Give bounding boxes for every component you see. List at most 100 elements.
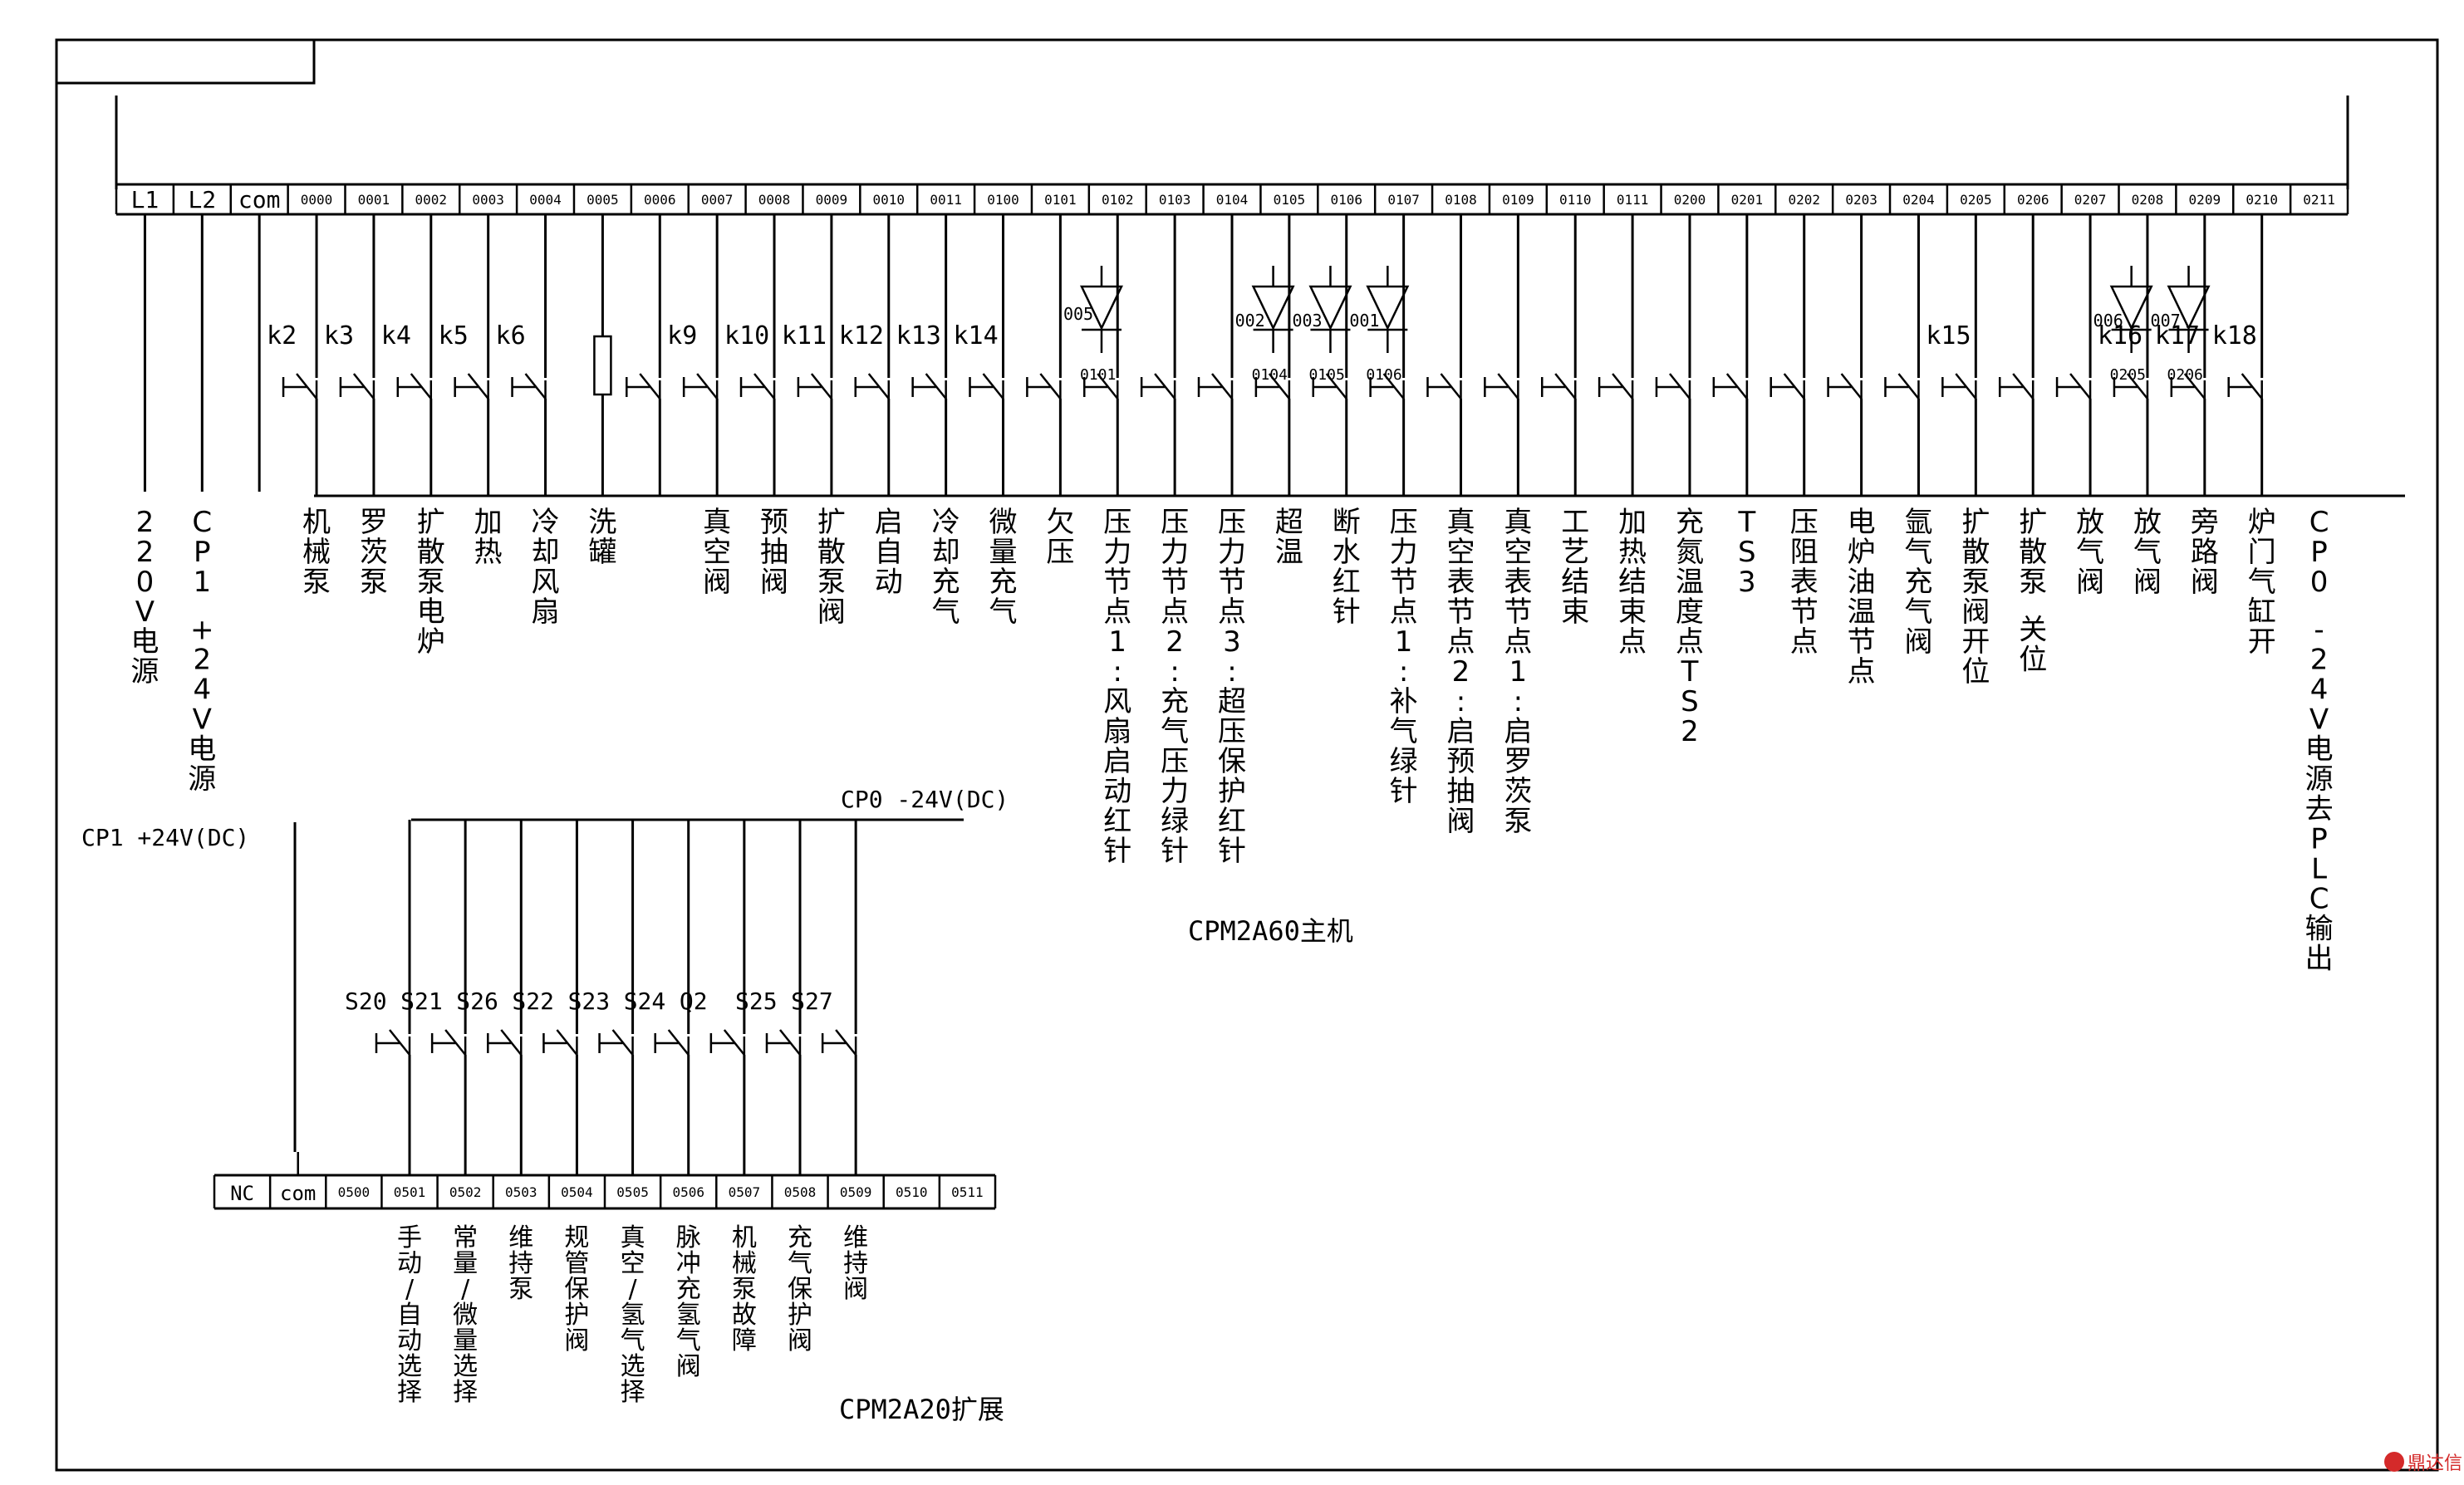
svg-text:泵: 泵 [732,1275,757,1304]
terminal-0206: 0206 [2017,192,2049,208]
svg-text:3: 3 [1738,566,1756,599]
switch-label-k10: k10 [724,321,769,350]
svg-text:阀: 阀 [817,595,846,629]
ext-terminal-0508: 0508 [784,1184,817,1200]
svg-text:源: 源 [2305,763,2334,796]
svg-text:绿: 绿 [1390,745,1418,778]
svg-text:预: 预 [760,506,788,539]
svg-text:V: V [193,703,212,737]
diode-sub-label-0106: 0106 [1366,366,1401,384]
svg-text:2: 2 [136,506,155,539]
svg-text:加: 加 [1618,506,1647,539]
svg-text:气: 气 [989,595,1018,629]
svg-text:自: 自 [397,1301,422,1330]
terminal-0003: 0003 [472,192,504,208]
ext-cp1-label: CP1 +24V(DC) [81,824,249,851]
ext-switch-S24: S24 [624,988,666,1015]
svg-text:阻: 阻 [1790,536,1819,569]
terminal-0108: 0108 [1445,192,1477,208]
svg-text:去: 去 [2305,793,2334,826]
svg-text:气: 气 [2248,566,2276,599]
svg-text:充: 充 [788,1223,812,1252]
svg-text:C: C [2309,883,2329,916]
svg-text:机: 机 [302,506,331,539]
svg-text:热: 热 [474,536,503,569]
svg-text:扩: 扩 [417,506,445,539]
ext-switch-S27: S27 [791,988,833,1015]
svg-text:却: 却 [532,536,560,569]
diode-label-003: 003 [1292,311,1322,331]
watermark-text: 鼎达信 [2408,1453,2462,1474]
svg-text:冷: 冷 [932,506,960,539]
svg-text:源: 源 [188,763,216,796]
svg-text:针: 针 [1333,595,1361,629]
terminal-0102: 0102 [1102,192,1134,208]
diode-sub-label-0101: 0101 [1080,366,1116,384]
svg-text:气: 气 [2133,536,2162,569]
svg-text:氩: 氩 [1904,506,1932,539]
svg-text:V: V [135,595,155,629]
svg-text:洗: 洗 [588,506,616,539]
svg-text:阀: 阀 [2076,566,2104,599]
svg-text:0: 0 [136,566,155,599]
svg-text:表: 表 [1446,566,1475,599]
svg-text:充: 充 [676,1275,701,1304]
svg-text:C: C [192,506,212,539]
svg-text:压: 压 [1218,506,1246,539]
svg-text:节: 节 [1790,595,1819,629]
svg-text:扩: 扩 [817,506,846,539]
svg-text:/: / [405,1275,415,1304]
diode-label-006: 006 [2093,311,2123,331]
svg-text:阀: 阀 [760,566,788,599]
svg-text:热: 热 [1618,536,1647,569]
svg-text:氢: 氢 [676,1301,701,1330]
switch-label-k17: k17 [2155,321,2200,350]
svg-text:持: 持 [843,1249,868,1278]
svg-text:真: 真 [1446,506,1475,539]
ext-switch-Q2: Q2 [680,988,708,1015]
terminal-0000: 0000 [301,192,333,208]
switch-label-k15: k15 [1926,321,1971,350]
svg-text:阀: 阀 [1961,595,1990,629]
svg-text:力: 力 [1161,536,1189,569]
svg-text:冷: 冷 [532,506,560,539]
svg-text:开: 开 [2248,625,2276,659]
ext-label-8: 维持阀 [843,1223,868,1304]
svg-text:自: 自 [875,536,903,569]
svg-text::: : [1227,655,1236,689]
svg-text:氢: 氢 [621,1301,645,1330]
switch-label-k13: k13 [896,321,941,350]
svg-text:电: 电 [417,595,445,629]
svg-text:补: 补 [1390,685,1418,718]
svg-text:扇: 扇 [1103,715,1131,748]
terminal-0201: 0201 [1731,192,1764,208]
main-label-2: 机械泵 [302,506,331,599]
diode-label-001: 001 [1349,311,1379,331]
main-label-9: 预抽阀 [760,506,788,599]
terminal-0101: 0101 [1044,192,1077,208]
terminal-0106: 0106 [1330,192,1362,208]
svg-text:1: 1 [1108,625,1126,659]
svg-text:保: 保 [564,1275,589,1304]
ext-terminal-0510: 0510 [896,1184,928,1200]
svg-text:关: 关 [2019,614,2047,647]
svg-text:超: 超 [1218,685,1246,718]
main-label-26: TS3 [1737,506,1755,599]
switch-label-k5: k5 [439,321,469,350]
svg-text:V: V [2309,703,2329,737]
terminal-0007: 0007 [701,192,734,208]
svg-text:-: - [2314,614,2324,647]
switch-label-k9: k9 [667,321,697,350]
svg-text:泵: 泵 [508,1275,533,1304]
svg-text:输: 输 [2305,913,2334,946]
svg-text:力: 力 [1390,536,1418,569]
svg-text:扩: 扩 [2019,506,2047,539]
